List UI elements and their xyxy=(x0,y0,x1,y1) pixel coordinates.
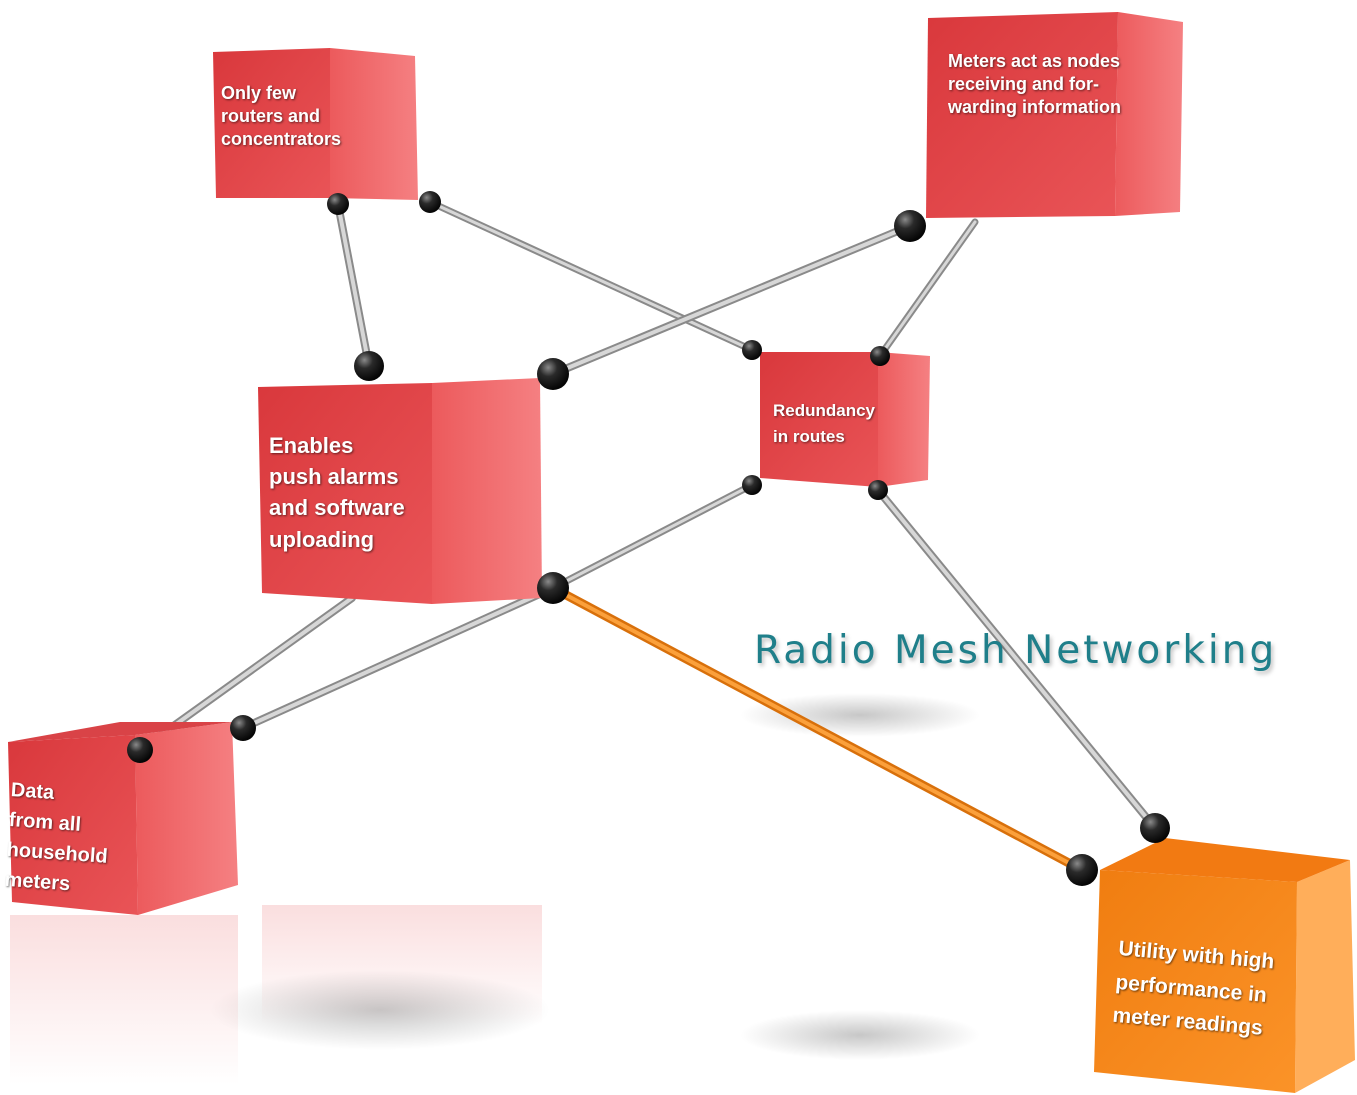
connector-line xyxy=(428,200,754,352)
reflection xyxy=(262,905,542,1025)
joint-ball xyxy=(742,340,762,360)
joint-ball xyxy=(419,191,441,213)
connector-line xyxy=(876,488,1157,830)
joint-ball xyxy=(1140,813,1170,843)
label-utility: Utility with high performance in meter r… xyxy=(1111,936,1276,1040)
joint-ball xyxy=(742,475,762,495)
label-redundancy: Redundancy in routes xyxy=(773,401,876,446)
cube-redundancy xyxy=(760,352,930,487)
cube-side xyxy=(878,352,930,487)
cube-side xyxy=(135,722,238,915)
joint-ball xyxy=(537,358,569,390)
cube-front xyxy=(760,352,878,487)
joint-ball xyxy=(537,572,569,604)
joint-ball xyxy=(870,346,890,366)
cube-top xyxy=(8,722,232,742)
cube-side xyxy=(330,48,418,200)
joint-ball xyxy=(327,193,349,215)
joint-ball xyxy=(1066,854,1098,886)
cube-meters-nodes xyxy=(926,12,1183,218)
cube-front xyxy=(213,48,330,198)
joint-ball xyxy=(868,480,888,500)
connector-line xyxy=(336,202,371,368)
cube-side xyxy=(1295,860,1355,1093)
reflection xyxy=(10,915,238,1085)
floor-shadow xyxy=(740,693,980,737)
cube-front xyxy=(258,383,432,604)
joint-ball xyxy=(230,715,256,741)
cube-data xyxy=(8,722,238,915)
connector-line xyxy=(551,224,912,376)
connector-line xyxy=(241,586,555,730)
cube-side xyxy=(432,378,542,604)
cube-routers xyxy=(213,48,418,200)
joints xyxy=(127,191,1170,886)
cube-side xyxy=(1115,12,1183,216)
cube-utility xyxy=(1094,838,1355,1093)
cube-top xyxy=(1100,838,1350,882)
connectors xyxy=(136,198,1159,832)
cube-front xyxy=(8,735,138,915)
cube-push xyxy=(258,378,542,604)
connector-line xyxy=(878,220,977,358)
label-household-data: Data from all household meters xyxy=(3,778,109,896)
joint-ball xyxy=(354,351,384,381)
label-routers: Only few routers and concentrators xyxy=(221,83,342,150)
label-meters-nodes: Meters act as nodes receiving and for- w… xyxy=(948,51,1121,118)
joint-ball xyxy=(127,737,153,763)
cube-front xyxy=(926,12,1118,218)
connector-line xyxy=(551,483,754,590)
diagram-title: Radio Mesh Networking xyxy=(754,628,1278,673)
label-push-alarms: Enables push alarms and software uploadi… xyxy=(269,433,405,552)
joint-ball xyxy=(894,210,926,242)
highlight-connector xyxy=(551,586,1084,872)
floor-shadow xyxy=(740,1010,980,1060)
cube-front xyxy=(1094,870,1297,1093)
